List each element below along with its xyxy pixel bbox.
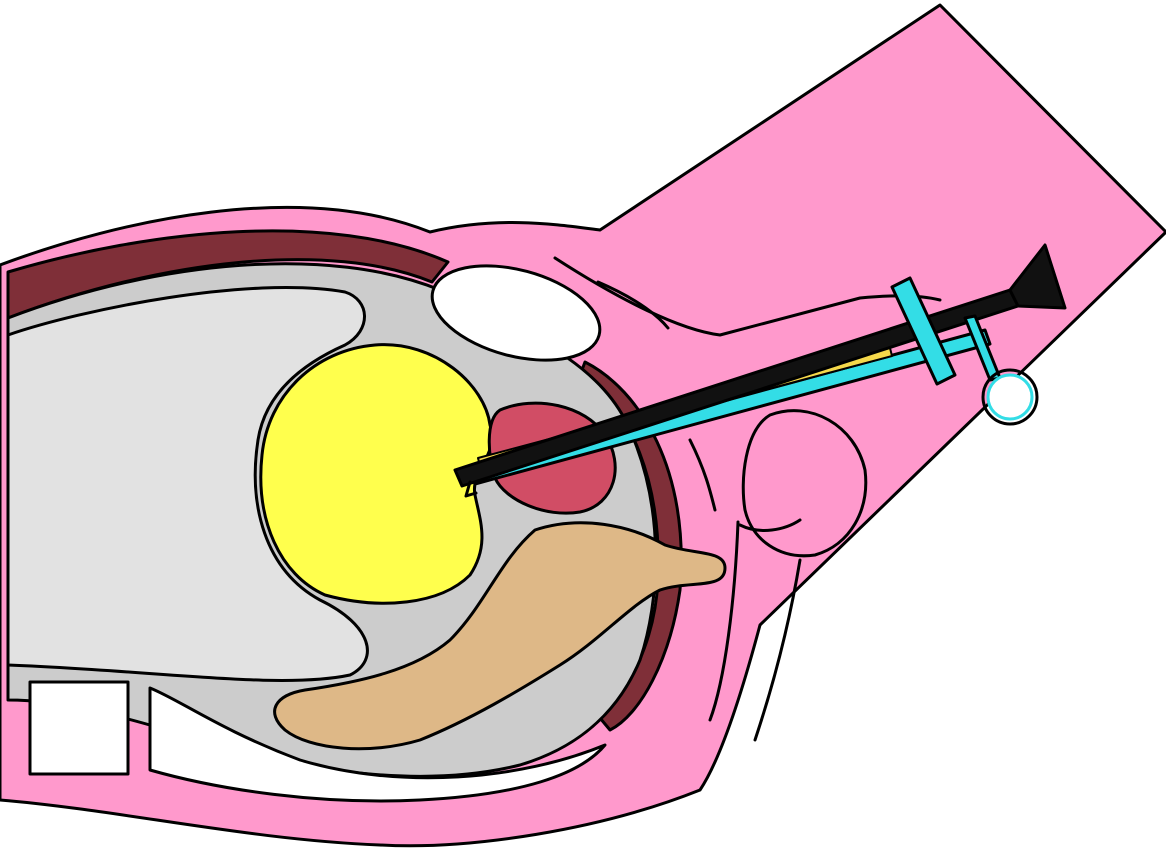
bone-section-left xyxy=(30,682,128,774)
port-ring xyxy=(988,375,1032,419)
